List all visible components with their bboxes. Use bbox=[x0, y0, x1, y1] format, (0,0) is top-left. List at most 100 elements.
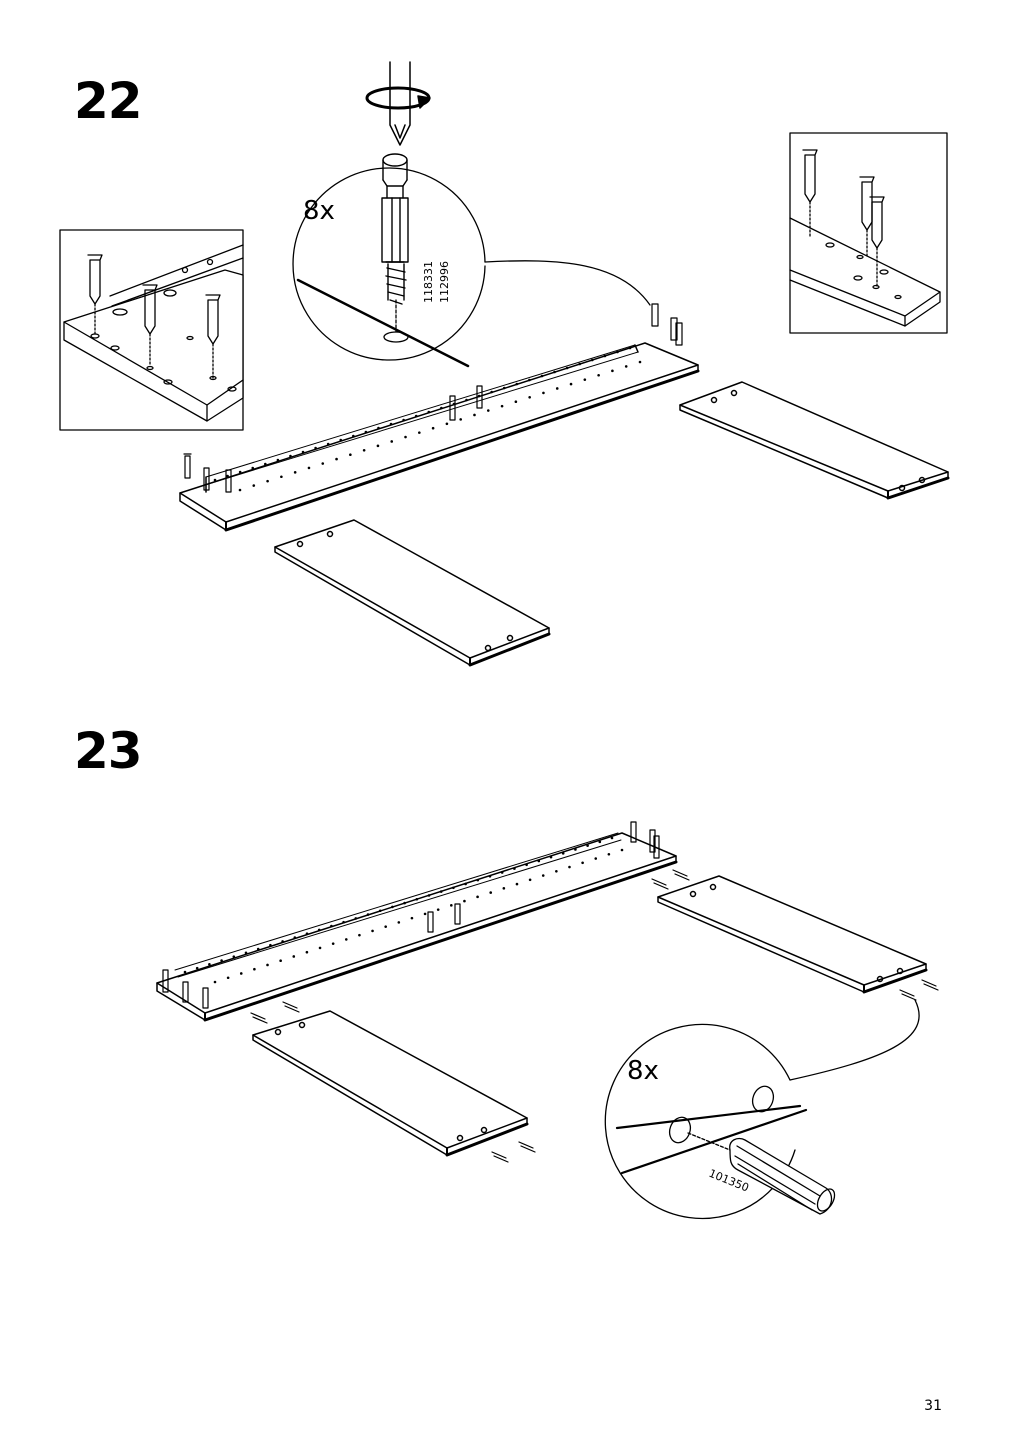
panel-hole bbox=[528, 396, 531, 399]
panel-hole bbox=[384, 925, 387, 928]
panel-hole bbox=[321, 462, 325, 465]
detail-inset-left bbox=[59, 229, 244, 431]
panel-hole bbox=[358, 933, 361, 937]
panel-hole bbox=[208, 963, 211, 966]
panel-hole bbox=[213, 478, 217, 482]
panel-hole bbox=[477, 394, 481, 398]
panel-hole bbox=[281, 940, 284, 943]
panel-hole bbox=[549, 855, 553, 859]
panel-hole bbox=[445, 422, 449, 426]
part-number-118331: 118331 bbox=[422, 261, 435, 303]
panel-hole bbox=[418, 431, 421, 434]
hole-row-22a bbox=[213, 346, 632, 482]
panel-hole bbox=[344, 938, 348, 941]
page-number: 31 bbox=[924, 1398, 942, 1414]
step-23-quantity: 8x bbox=[627, 1056, 659, 1086]
panel-hole bbox=[440, 406, 443, 410]
panel-hole bbox=[490, 390, 493, 394]
panel-hole bbox=[264, 462, 267, 466]
short-panel-lower-step23 bbox=[252, 1010, 529, 1157]
panel-hole bbox=[586, 844, 589, 847]
panel-hole bbox=[339, 438, 343, 442]
panel-hole bbox=[624, 365, 628, 368]
panel-hole bbox=[616, 350, 619, 354]
panel-hole bbox=[525, 863, 528, 867]
panel-hole bbox=[226, 976, 230, 980]
detail-magnifier-circle-23 bbox=[604, 999, 920, 1220]
panel-hole bbox=[352, 434, 355, 438]
panel-hole bbox=[450, 904, 453, 907]
panel-hole bbox=[404, 435, 407, 439]
panel-hole bbox=[574, 848, 577, 851]
panel-hole bbox=[226, 474, 229, 478]
panel-hole bbox=[502, 386, 506, 390]
panel-hole bbox=[463, 899, 466, 903]
panel-hole bbox=[349, 453, 352, 456]
panel-hole bbox=[515, 382, 519, 386]
panel-hole bbox=[638, 360, 642, 364]
panel-hole bbox=[293, 936, 297, 939]
panel-hole bbox=[415, 897, 419, 901]
short-panel-right-step22 bbox=[679, 381, 950, 500]
panel-hole bbox=[371, 929, 374, 933]
hole-row-22b bbox=[238, 360, 642, 492]
panel-hole bbox=[436, 908, 440, 911]
panel-hole bbox=[238, 470, 242, 474]
short-panel-right-step23 bbox=[657, 875, 928, 994]
panel-hole bbox=[244, 951, 248, 955]
panel-hole bbox=[594, 857, 598, 860]
panel-hole bbox=[389, 422, 393, 426]
panel-hole bbox=[514, 400, 518, 404]
panel-hole bbox=[364, 430, 368, 434]
step-22-number: 22 bbox=[74, 72, 143, 130]
panel-hole bbox=[239, 972, 243, 975]
panel-hole bbox=[220, 959, 223, 962]
panel-hole bbox=[590, 358, 594, 362]
panel-hole bbox=[513, 867, 516, 870]
panel-hole bbox=[502, 887, 506, 890]
panel-hole bbox=[305, 932, 309, 936]
panel-hole bbox=[541, 874, 545, 877]
long-panel-step22 bbox=[179, 342, 700, 532]
hole-row-23a bbox=[183, 836, 614, 974]
panel-hole bbox=[528, 878, 532, 882]
panel-hole bbox=[603, 354, 607, 358]
panel-hole bbox=[476, 878, 480, 882]
panel-hole bbox=[301, 450, 305, 454]
panel-hole bbox=[403, 901, 406, 905]
panel-hole bbox=[439, 890, 443, 893]
detail-magnifier-circle bbox=[292, 167, 651, 368]
panel-hole bbox=[292, 955, 296, 958]
panel-hole bbox=[427, 410, 431, 414]
panel-hole bbox=[620, 848, 624, 852]
panel-hole bbox=[314, 446, 317, 450]
long-panel-step23 bbox=[156, 832, 678, 1022]
panel-hole bbox=[307, 466, 311, 470]
wooden-dowels-step23 bbox=[250, 869, 939, 1163]
panel-hole bbox=[452, 886, 455, 890]
panel-hole bbox=[318, 946, 322, 950]
panel-hole bbox=[362, 448, 366, 452]
panel-hole bbox=[330, 924, 333, 928]
panel-hole bbox=[354, 917, 358, 920]
panel-hole bbox=[628, 346, 632, 350]
cam-dowels-step22 bbox=[183, 303, 683, 493]
panel-hole bbox=[542, 391, 545, 395]
panel-hole bbox=[561, 852, 565, 855]
panel-hole bbox=[183, 970, 187, 974]
panel-hole bbox=[500, 871, 504, 874]
panel-hole bbox=[195, 966, 199, 970]
panel-hole bbox=[427, 894, 431, 897]
panel-hole bbox=[597, 373, 600, 377]
panel-hole bbox=[238, 488, 242, 492]
panel-hole bbox=[397, 921, 401, 924]
panel-hole bbox=[276, 458, 280, 462]
panel-hole bbox=[488, 874, 492, 878]
panel-hole bbox=[366, 913, 370, 916]
panel-hole bbox=[391, 905, 394, 909]
panel-hole bbox=[465, 398, 468, 402]
panel-hole bbox=[578, 362, 581, 366]
panel-hole bbox=[378, 909, 382, 913]
panel-hole bbox=[486, 409, 490, 412]
